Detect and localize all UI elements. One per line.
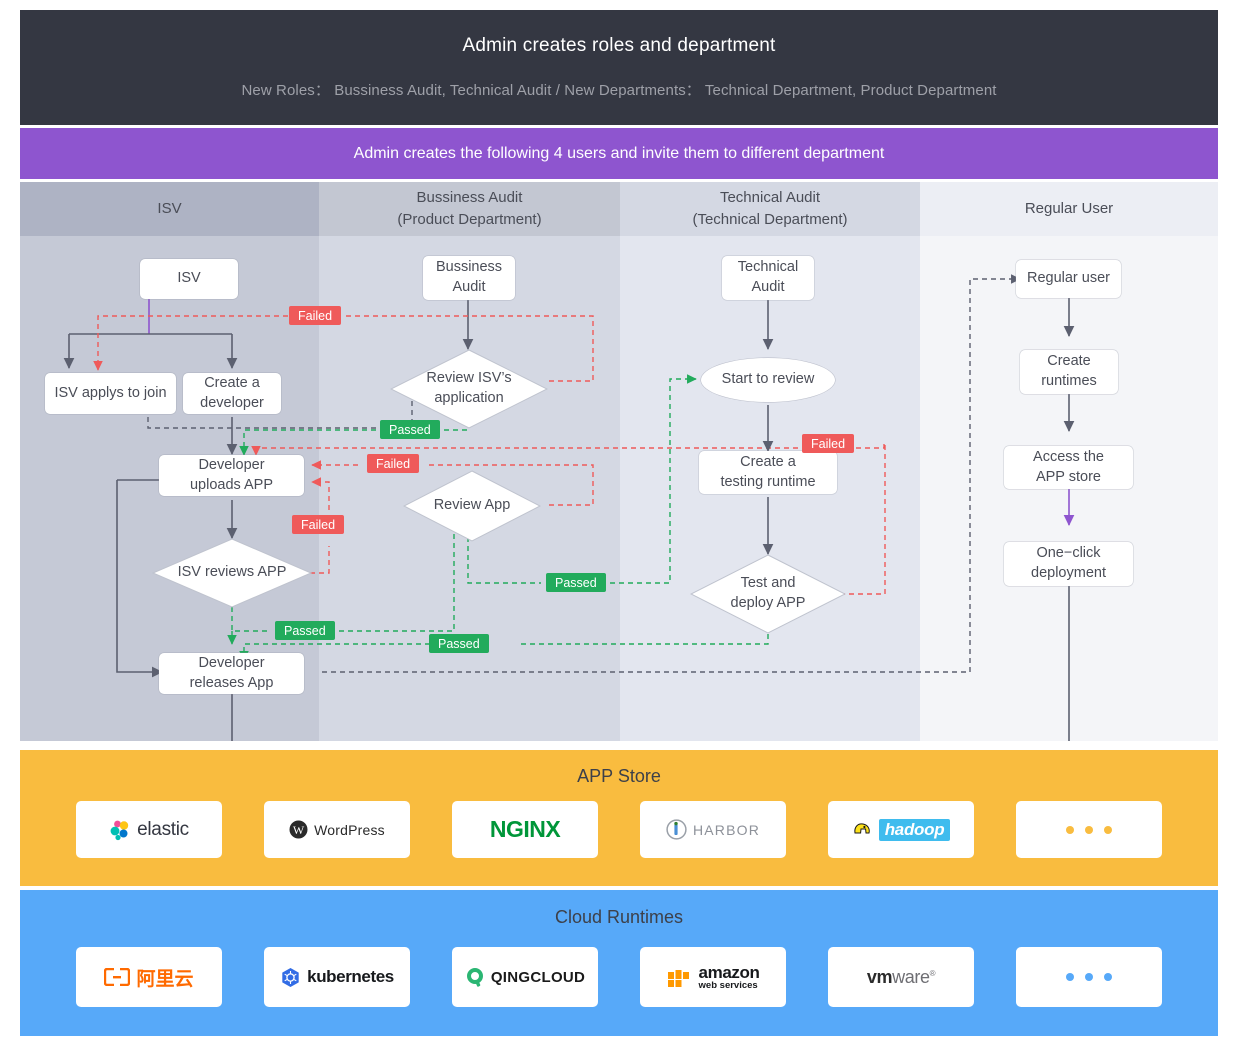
app-store-card-row: elastic W WordPress NGINX H xyxy=(20,787,1218,858)
harbor-logo: HARBOR xyxy=(666,819,760,840)
app-store-band: APP Store elastic W WordPress xyxy=(20,750,1218,886)
node-developer-releases-app[interactable]: Developer releases App xyxy=(159,653,304,694)
node-bussiness-audit-start[interactable]: Bussiness Audit xyxy=(423,256,515,300)
elastic-icon xyxy=(110,820,129,840)
app-card-harbor[interactable]: HARBOR xyxy=(640,801,786,858)
elastic-logo: elastic xyxy=(109,819,189,841)
cloud-runtimes-title: Cloud Runtimes xyxy=(554,907,684,927)
kubernetes-logo: kubernetes xyxy=(280,967,394,988)
node-create-a-developer[interactable]: Create a developer xyxy=(183,373,281,414)
aws-logo: amazon web services xyxy=(667,964,760,991)
wordpress-logo: W WordPress xyxy=(289,820,385,839)
runtime-card-kubernetes[interactable]: kubernetes xyxy=(264,947,410,1007)
tag-failed-ta-test: Failed xyxy=(802,434,855,453)
node-developer-uploads-app[interactable]: Developer uploads APP xyxy=(159,455,304,496)
node-isv-applys-to-join[interactable]: ISV applys to join xyxy=(45,373,176,414)
node-isv-reviews-app[interactable]: ISV reviews APP xyxy=(152,538,312,608)
runtime-card-more[interactable] xyxy=(1016,947,1162,1007)
swimlane-header-isv: ISV xyxy=(20,182,319,236)
aws-wordmark: amazon web services xyxy=(699,964,760,991)
swimlane-header-bussiness-audit: Bussiness Audit (Product Department) xyxy=(319,182,620,236)
node-isv-start[interactable]: ISV xyxy=(140,259,238,299)
app-card-wordpress[interactable]: W WordPress xyxy=(264,801,410,858)
node-regular-user-start[interactable]: Regular user xyxy=(1016,260,1121,298)
node-create-runtimes[interactable]: Create runtimes xyxy=(1020,350,1118,394)
tag-failed-isv-apply: Failed xyxy=(289,306,342,325)
lane-title: Bussiness Audit xyxy=(416,189,523,207)
diamond-shape xyxy=(403,470,541,542)
cloud-runtimes-card-row: 阿里云 kubernetes xyxy=(20,928,1218,1007)
aliyun-logo: 阿里云 xyxy=(104,964,194,991)
lane-title: Technical Audit xyxy=(719,189,821,207)
lane-subtitle: (Product Department) xyxy=(397,211,542,228)
app-card-more[interactable] xyxy=(1016,801,1162,858)
cloud-runtimes-band: Cloud Runtimes 阿里云 xyxy=(20,890,1218,1036)
app-store-title: APP Store xyxy=(577,766,661,786)
tag-failed-review-app: Failed xyxy=(367,454,420,473)
ellipsis-icon xyxy=(1066,973,1112,981)
runtime-card-aliyun[interactable]: 阿里云 xyxy=(76,947,222,1007)
hadoop-elephant-icon xyxy=(854,822,870,833)
kubernetes-helm-icon xyxy=(282,967,299,987)
swimlane-header-technical-audit: Technical Audit (Technical Department) xyxy=(620,182,920,236)
wordpress-icon: W xyxy=(289,820,308,839)
node-start-to-review[interactable]: Start to review xyxy=(701,358,835,402)
qingcloud-icon xyxy=(466,967,483,987)
admin-users-banner: Admin creates the following 4 users and … xyxy=(20,128,1218,179)
vmware-logo: vmware® xyxy=(866,966,936,987)
runtime-card-vmware[interactable]: vmware® xyxy=(828,947,974,1007)
swimlane-header-regular-user: Regular User xyxy=(920,182,1218,236)
node-review-isv-application[interactable]: Review ISV’s application xyxy=(390,349,548,429)
hadoop-logo: hadoop xyxy=(852,818,951,841)
admin-roles-header: Admin creates roles and department New R… xyxy=(20,10,1218,125)
runtime-card-aws[interactable]: amazon web services xyxy=(640,947,786,1007)
lane-subtitle: (Technical Department) xyxy=(692,211,848,228)
runtime-card-qingcloud[interactable]: QINGCLOUD xyxy=(452,947,598,1007)
aws-boxes-icon xyxy=(667,970,689,987)
harbor-icon xyxy=(666,819,687,840)
tag-failed-isv-review: Failed xyxy=(292,515,345,534)
svg-text:W: W xyxy=(293,823,305,837)
aws-amazon-text: amazon xyxy=(698,962,760,982)
diamond-shape xyxy=(152,538,312,608)
node-create-testing-runtime[interactable]: Create a testing runtime xyxy=(699,451,837,494)
tag-passed-isv-review: Passed xyxy=(275,621,335,640)
banner-text: Admin creates the following 4 users and … xyxy=(353,144,885,162)
qingcloud-logo: QINGCLOUD xyxy=(465,967,585,988)
aws-webservices-text: web services xyxy=(698,979,758,991)
ellipsis-icon xyxy=(1066,825,1112,834)
tag-passed-ta-deploy: Passed xyxy=(429,634,489,653)
page-subtitle: New Roles： Bussiness Audit, Technical Au… xyxy=(241,82,997,99)
node-review-app[interactable]: Review App xyxy=(403,470,541,542)
app-card-hadoop[interactable]: hadoop xyxy=(828,801,974,858)
wordpress-wordmark: WordPress xyxy=(314,821,385,838)
lane-title: ISV xyxy=(157,200,182,218)
node-access-app-store[interactable]: Access the APP store xyxy=(1004,446,1133,489)
node-test-and-deploy-app[interactable]: Test and deploy APP xyxy=(690,554,846,634)
tag-passed-ba-app: Passed xyxy=(380,420,440,439)
nginx-logo: NGINX xyxy=(489,816,561,842)
aliyun-bracket-icon xyxy=(104,968,131,986)
tag-passed-review-app: Passed xyxy=(546,573,606,592)
app-card-elastic[interactable]: elastic xyxy=(76,801,222,858)
diamond-shape xyxy=(690,554,846,634)
app-card-nginx[interactable]: NGINX xyxy=(452,801,598,858)
lane-title: Regular User xyxy=(1024,200,1114,218)
node-one-click-deployment[interactable]: One−click deployment xyxy=(1004,542,1133,586)
page-title: Admin creates roles and department xyxy=(462,35,776,56)
diamond-shape xyxy=(390,349,548,429)
node-technical-audit-start[interactable]: Technical Audit xyxy=(722,256,814,300)
